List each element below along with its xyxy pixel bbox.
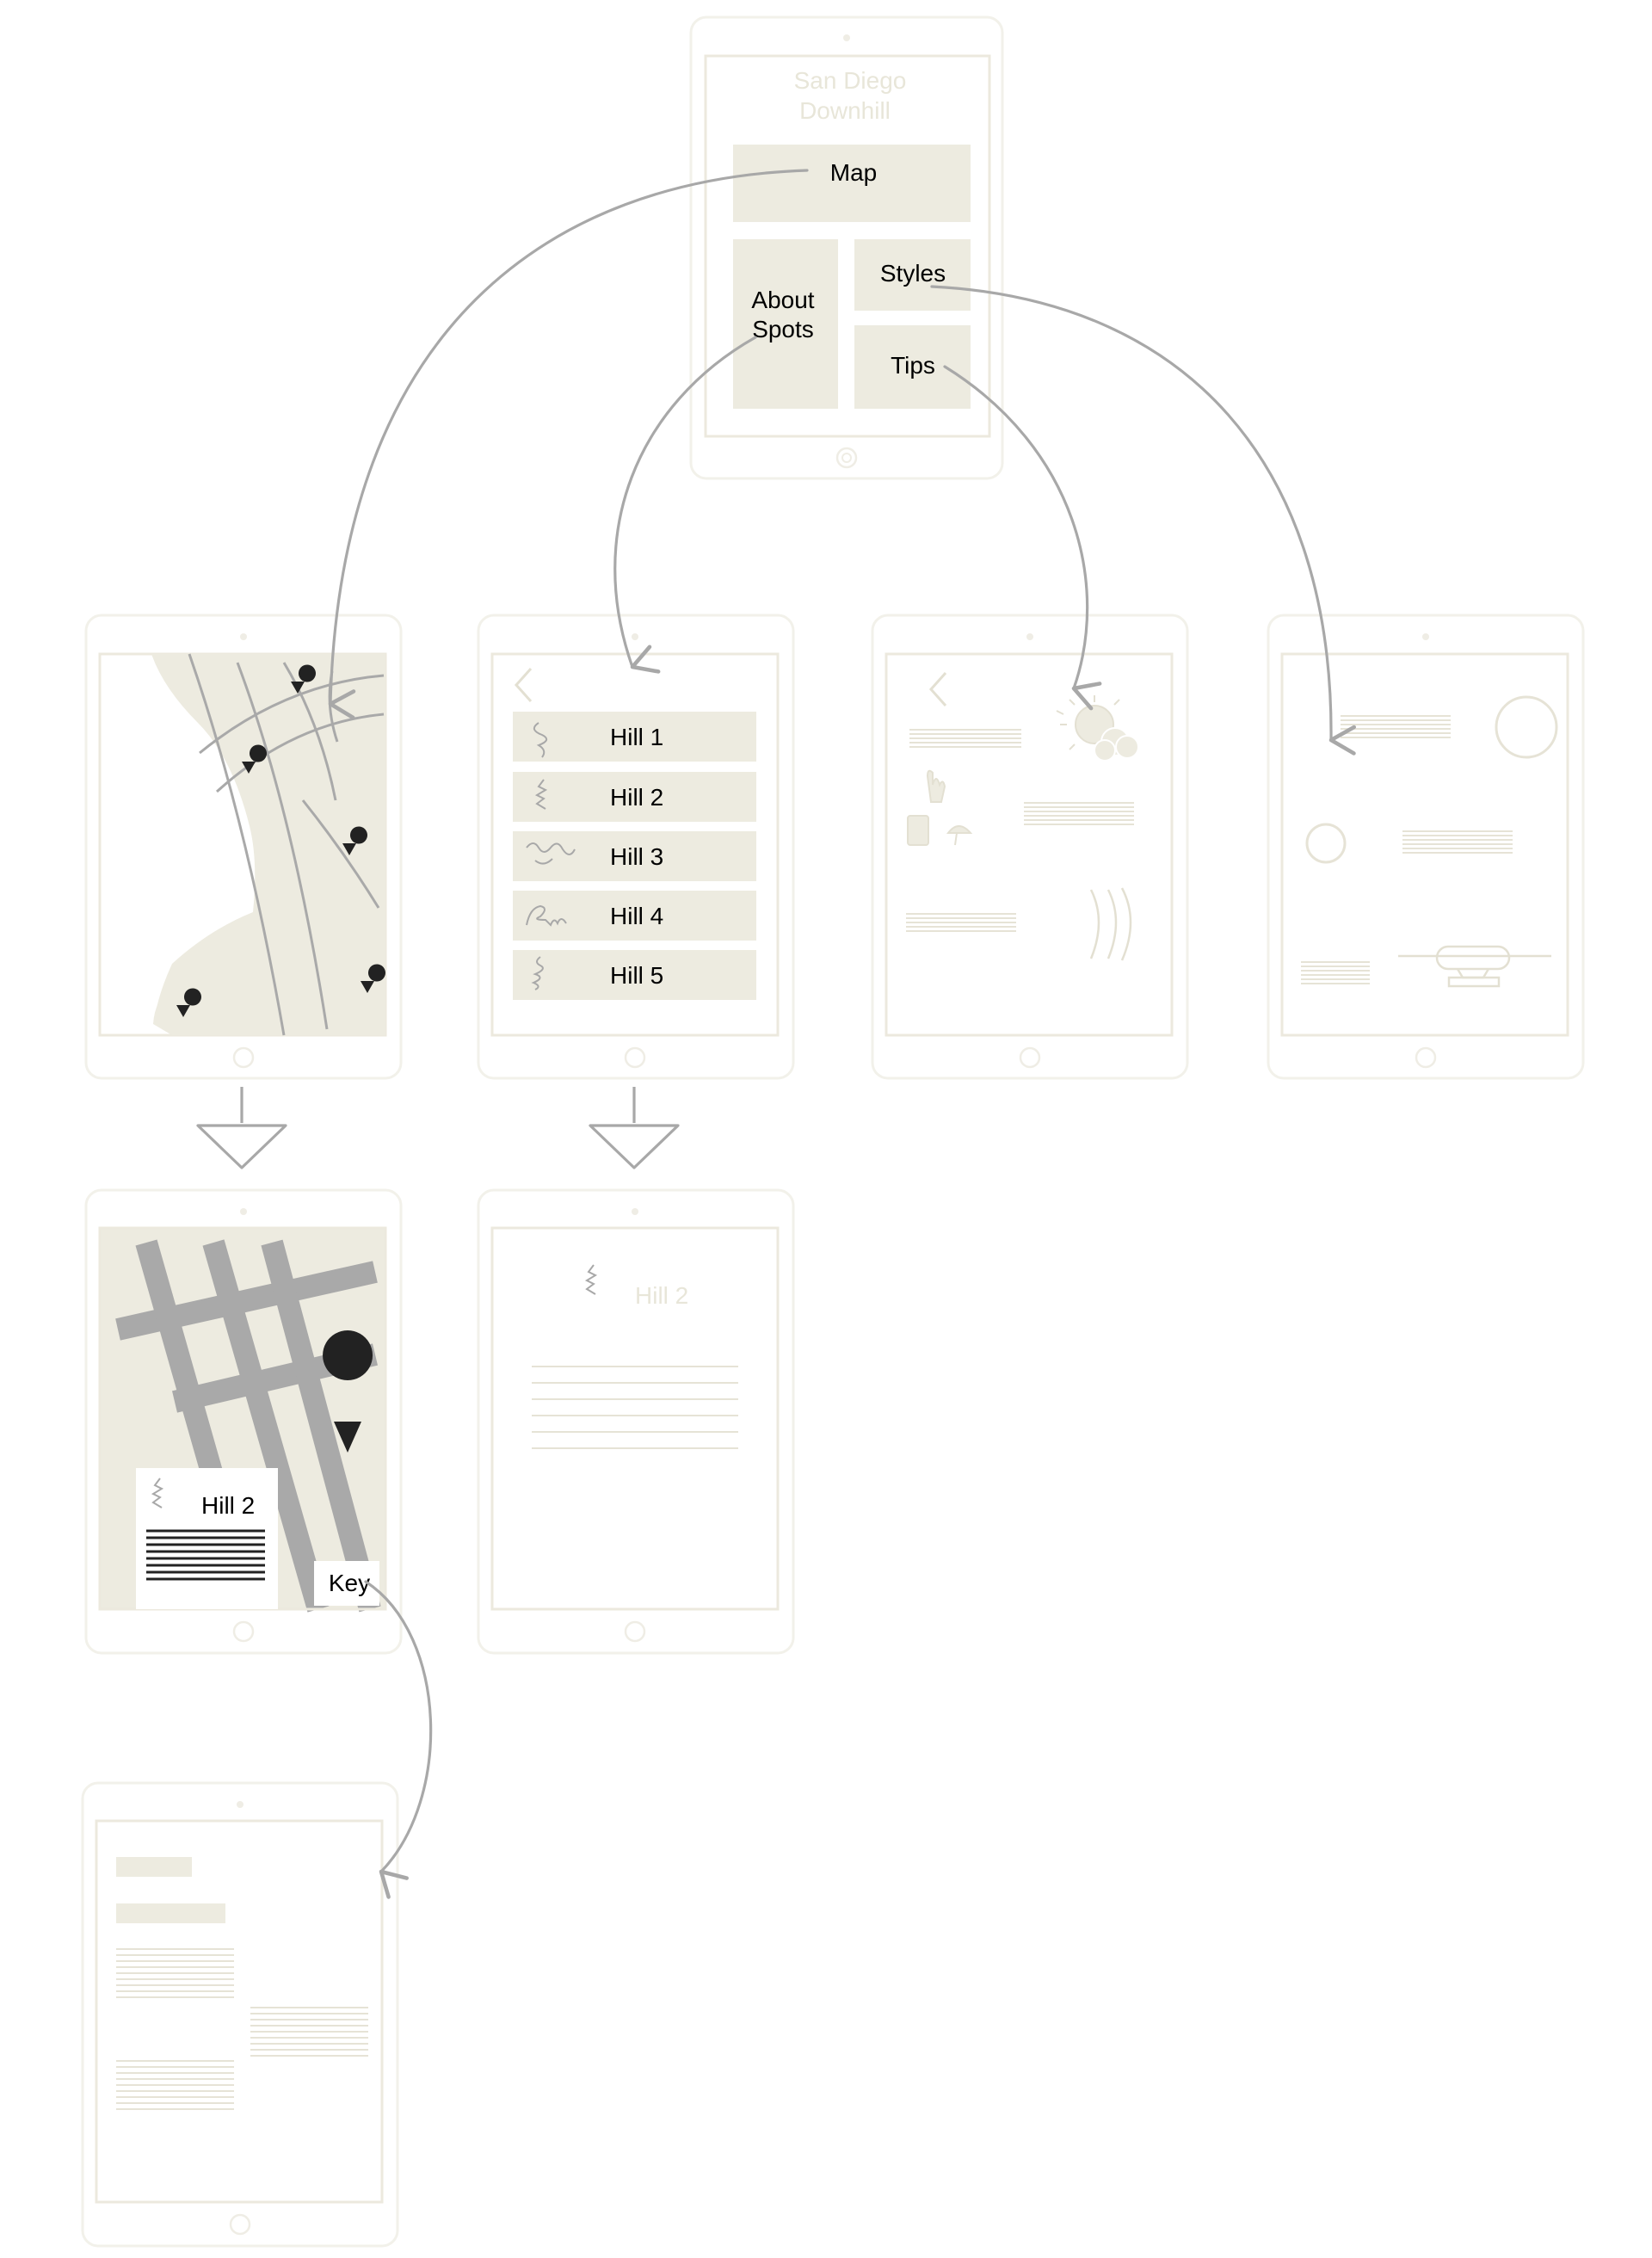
- spot-row-label: Hill 5: [610, 962, 663, 989]
- about-tile-label-line1: About: [751, 287, 814, 313]
- home-button-icon: [624, 1046, 646, 1069]
- home-screen-device: San Diego Downhill Map About Spots Style…: [689, 15, 1004, 480]
- tips-tile-button[interactable]: [854, 325, 971, 409]
- route-squiggle-icon: [151, 1478, 164, 1508]
- text-placeholder-lines: [116, 2060, 234, 2110]
- back-chevron-icon[interactable]: [928, 671, 947, 707]
- app-title-line1: San Diego: [794, 67, 907, 94]
- app-title-line2: Downhill: [799, 97, 891, 124]
- route-squiggle-icon: [531, 956, 544, 990]
- down-arrow-map-detail: [196, 1087, 287, 1169]
- skateboard-truck-icon: [1398, 945, 1551, 988]
- spot-detail-screen-device: Hill 2: [477, 1188, 795, 1655]
- key-screen-device: [81, 1781, 399, 2248]
- home-button-icon: [229, 2213, 251, 2236]
- home-button-icon: [1019, 1046, 1041, 1069]
- map-pin-icon: [361, 964, 385, 993]
- flow-arrow-tips: [943, 365, 1102, 711]
- about-tile-label-line2: Spots: [752, 316, 814, 342]
- spot-popup-title: Hill 2: [201, 1492, 255, 1519]
- home-button-icon: [232, 1046, 255, 1069]
- tips-screen-device: [871, 614, 1189, 1080]
- spot-row-label: Hill 2: [610, 784, 663, 811]
- road-lines: [188, 653, 385, 1036]
- route-squiggle-icon: [526, 842, 576, 865]
- text-placeholder-lines: [1301, 961, 1370, 984]
- text-placeholder-lines: [1341, 715, 1451, 738]
- text-placeholder-lines: [250, 2007, 368, 2057]
- spot-row-hill-2[interactable]: [513, 772, 756, 822]
- route-squiggle-icon: [533, 722, 548, 758]
- text-placeholder-lines: [1024, 802, 1134, 825]
- map-detail-screen-device: Hill 2 Key: [84, 1188, 403, 1655]
- map-pin-icon: [342, 826, 367, 855]
- back-chevron-icon[interactable]: [514, 667, 533, 703]
- about-spots-tile-button[interactable]: [733, 239, 838, 409]
- heading-placeholder: [116, 1857, 192, 1877]
- camera-dot: [1422, 633, 1429, 640]
- styles-tile-label: Styles: [880, 260, 946, 287]
- flow-arrow-styles: [930, 285, 1357, 756]
- map-pin-icon: [176, 988, 201, 1017]
- weather-sun-cloud-icon: [1056, 695, 1139, 762]
- map-tile-label: Map: [830, 159, 877, 186]
- map-pins: [176, 664, 385, 1017]
- route-squiggle-icon: [534, 779, 548, 810]
- styles-tile-button[interactable]: [854, 239, 971, 311]
- road-curve-icon: [1089, 887, 1132, 961]
- key-button-label: Key: [329, 1570, 370, 1596]
- wheel-circle-icon: [1495, 695, 1558, 759]
- route-squiggle-icon: [526, 904, 567, 927]
- text-placeholder-lines: [909, 729, 1021, 748]
- spot-detail-title: Hill 2: [635, 1282, 688, 1309]
- text-placeholder-lines: [1402, 830, 1513, 854]
- text-placeholder-lines: [532, 1366, 738, 1449]
- map-pin-icon[interactable]: [323, 1330, 373, 1453]
- spot-row-hill-5[interactable]: [513, 950, 756, 1000]
- flow-arrow-about-spots: [613, 336, 757, 674]
- spot-row-label: Hill 3: [610, 843, 663, 870]
- text-placeholder-lines: [116, 1948, 234, 1998]
- camera-dot: [240, 1208, 247, 1215]
- wheel-circle-icon: [1305, 823, 1347, 864]
- home-button-icon: [1415, 1046, 1437, 1069]
- map-pin-icon: [242, 744, 267, 774]
- flow-arrow-key: [364, 1580, 433, 1899]
- home-button-icon: [232, 1620, 255, 1643]
- map-screen-device: [84, 614, 403, 1080]
- heading-placeholder: [116, 1903, 225, 1923]
- text-placeholder-lines: [906, 913, 1016, 932]
- spot-row-hill-1[interactable]: [513, 712, 756, 762]
- spots-list-screen-device: Hill 1 Hill 2 Hill 3 Hill 4 Hill 5: [477, 614, 795, 1080]
- flow-arrow-map: [328, 169, 809, 720]
- spot-row-label: Hill 4: [610, 903, 663, 929]
- camera-dot: [632, 633, 638, 640]
- tips-tile-label: Tips: [891, 352, 935, 379]
- spot-row-label: Hill 1: [610, 724, 663, 750]
- camera-dot: [240, 633, 247, 640]
- land-area: [151, 654, 385, 1035]
- camera-dot: [1026, 633, 1033, 640]
- camera-dot: [237, 1801, 243, 1808]
- spot-row-hill-3[interactable]: [513, 831, 756, 881]
- spot-popup-text-lines: [146, 1529, 265, 1581]
- map-tile-button[interactable]: [733, 145, 971, 222]
- camera-dot: [843, 34, 850, 41]
- home-button-icon: [835, 447, 858, 469]
- map-pin-icon: [291, 664, 316, 694]
- camera-dot: [632, 1208, 638, 1215]
- down-arrow-spot-detail: [589, 1087, 680, 1169]
- home-button-icon: [624, 1620, 646, 1643]
- styles-screen-device: [1267, 614, 1585, 1080]
- safety-gear-icon: [907, 769, 973, 846]
- home-screen-display: [704, 54, 991, 438]
- spot-row-hill-4[interactable]: [513, 891, 756, 941]
- route-squiggle-icon: [584, 1264, 598, 1295]
